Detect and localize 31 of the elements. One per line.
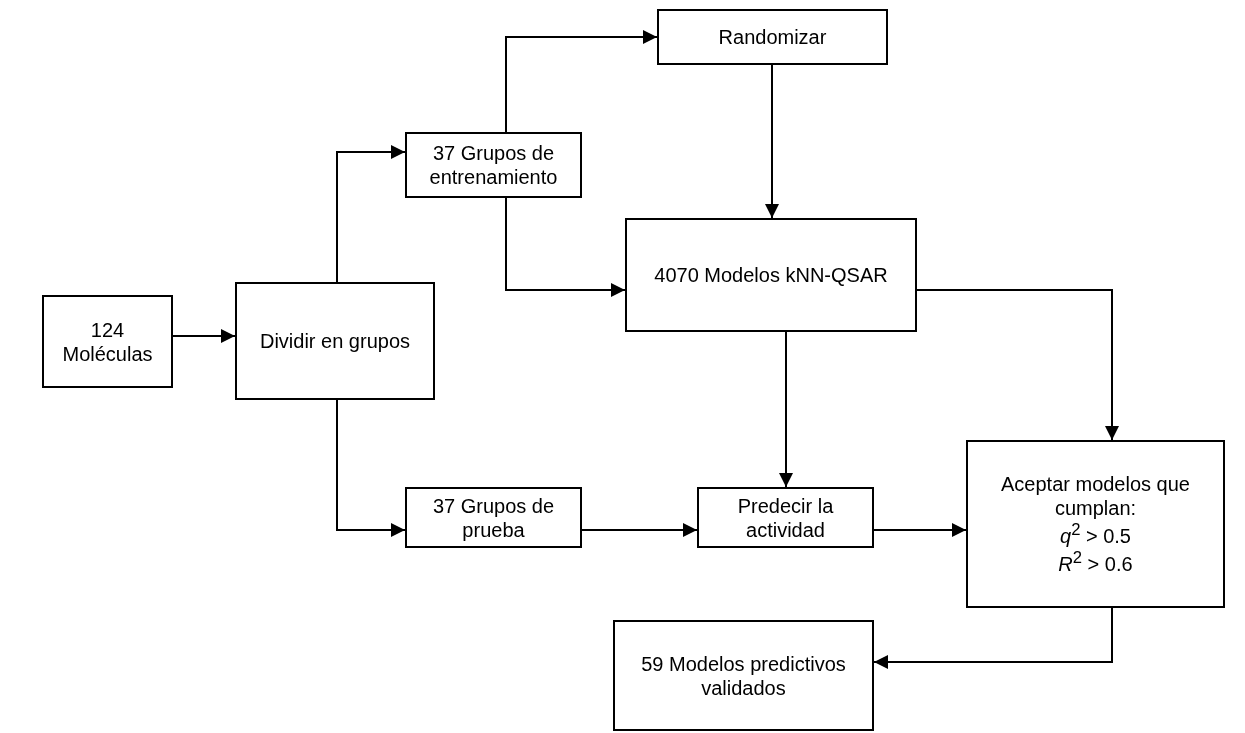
process-box (625, 218, 917, 332)
arrow (336, 399, 406, 537)
process-box (405, 487, 582, 548)
box-label: q$^{2}$ > 0.5 (1060, 520, 1131, 548)
arrow (581, 523, 698, 537)
arrow (873, 523, 967, 537)
box-label: 37 Grupos de entrenamiento (428, 141, 559, 189)
box-label: 59 Modelos predictivos validados (640, 651, 847, 700)
box-label: Predecir la actividad (736, 493, 835, 542)
arrow (336, 145, 406, 283)
process-box (613, 620, 874, 731)
arrow (916, 289, 1119, 441)
arrow (765, 64, 779, 219)
process-box (697, 487, 874, 548)
box-label: 4070 Modelos kNN-QSAR (654, 263, 888, 287)
box-label: 37 Grupos de prueba (431, 493, 556, 542)
process-box (405, 132, 582, 198)
process-box (966, 440, 1225, 608)
process-box (657, 9, 888, 65)
arrow (779, 331, 793, 488)
arrow (505, 197, 626, 297)
arrow (172, 329, 236, 343)
box-label: 124 Moléculas (61, 317, 154, 366)
process-box (235, 282, 435, 400)
arrow (873, 607, 1113, 669)
box-label: Aceptar modelos que cumplan: (1000, 472, 1191, 521)
process-box (42, 295, 173, 388)
box-label: Dividir en grupos (259, 329, 411, 353)
arrow (505, 30, 658, 133)
box-label: Randomizar (718, 25, 827, 49)
box-label: R$^{2}$ > 0.6 (1058, 548, 1133, 576)
